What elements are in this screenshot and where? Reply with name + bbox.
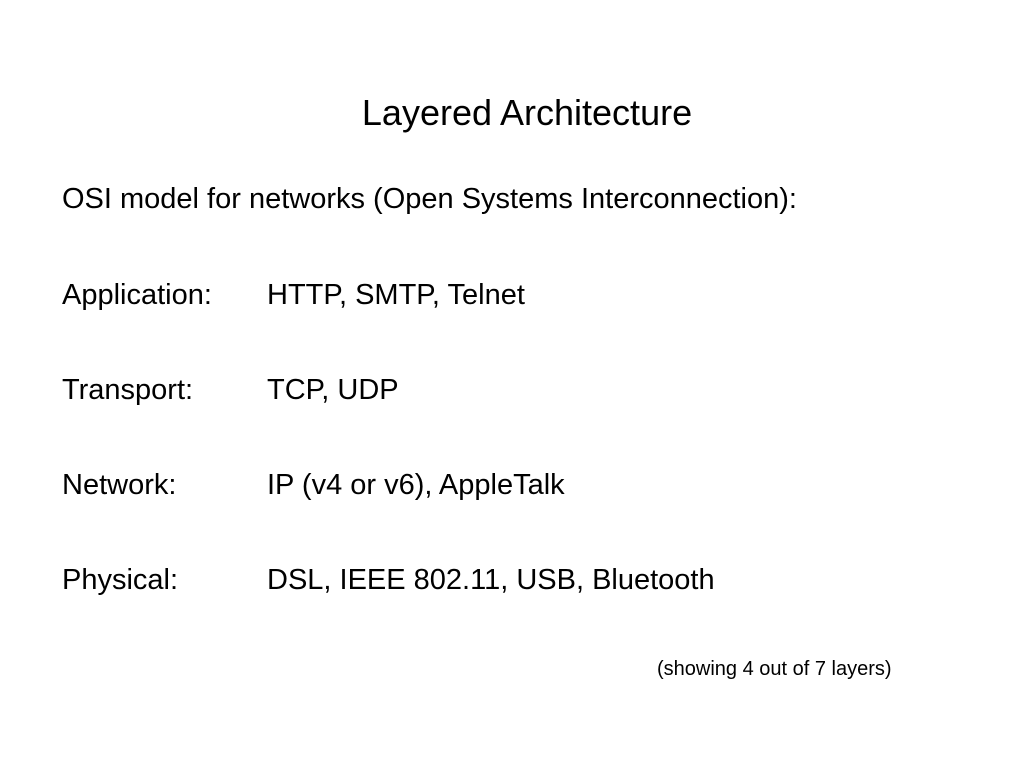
layer-name: Network: <box>62 469 177 501</box>
slide-title: Layered Architecture <box>361 92 693 133</box>
layer-protocols: IP (v4 or v6), AppleTalk <box>267 469 565 501</box>
layer-name: Physical: <box>62 564 179 596</box>
layer-protocols: DSL, IEEE 802.11, USB, Bluetooth <box>267 564 715 596</box>
layer-protocols: HTTP, SMTP, Telnet <box>267 279 525 311</box>
slide-footnote: (showing 4 out of 7 layers) <box>657 658 892 680</box>
layer-protocols: TCP, UDP <box>267 374 399 406</box>
slide-subtitle: OSI model for networks (Open Systems Int… <box>62 183 797 215</box>
layer-name: Application: <box>62 279 212 311</box>
layer-name: Transport: <box>62 374 194 406</box>
